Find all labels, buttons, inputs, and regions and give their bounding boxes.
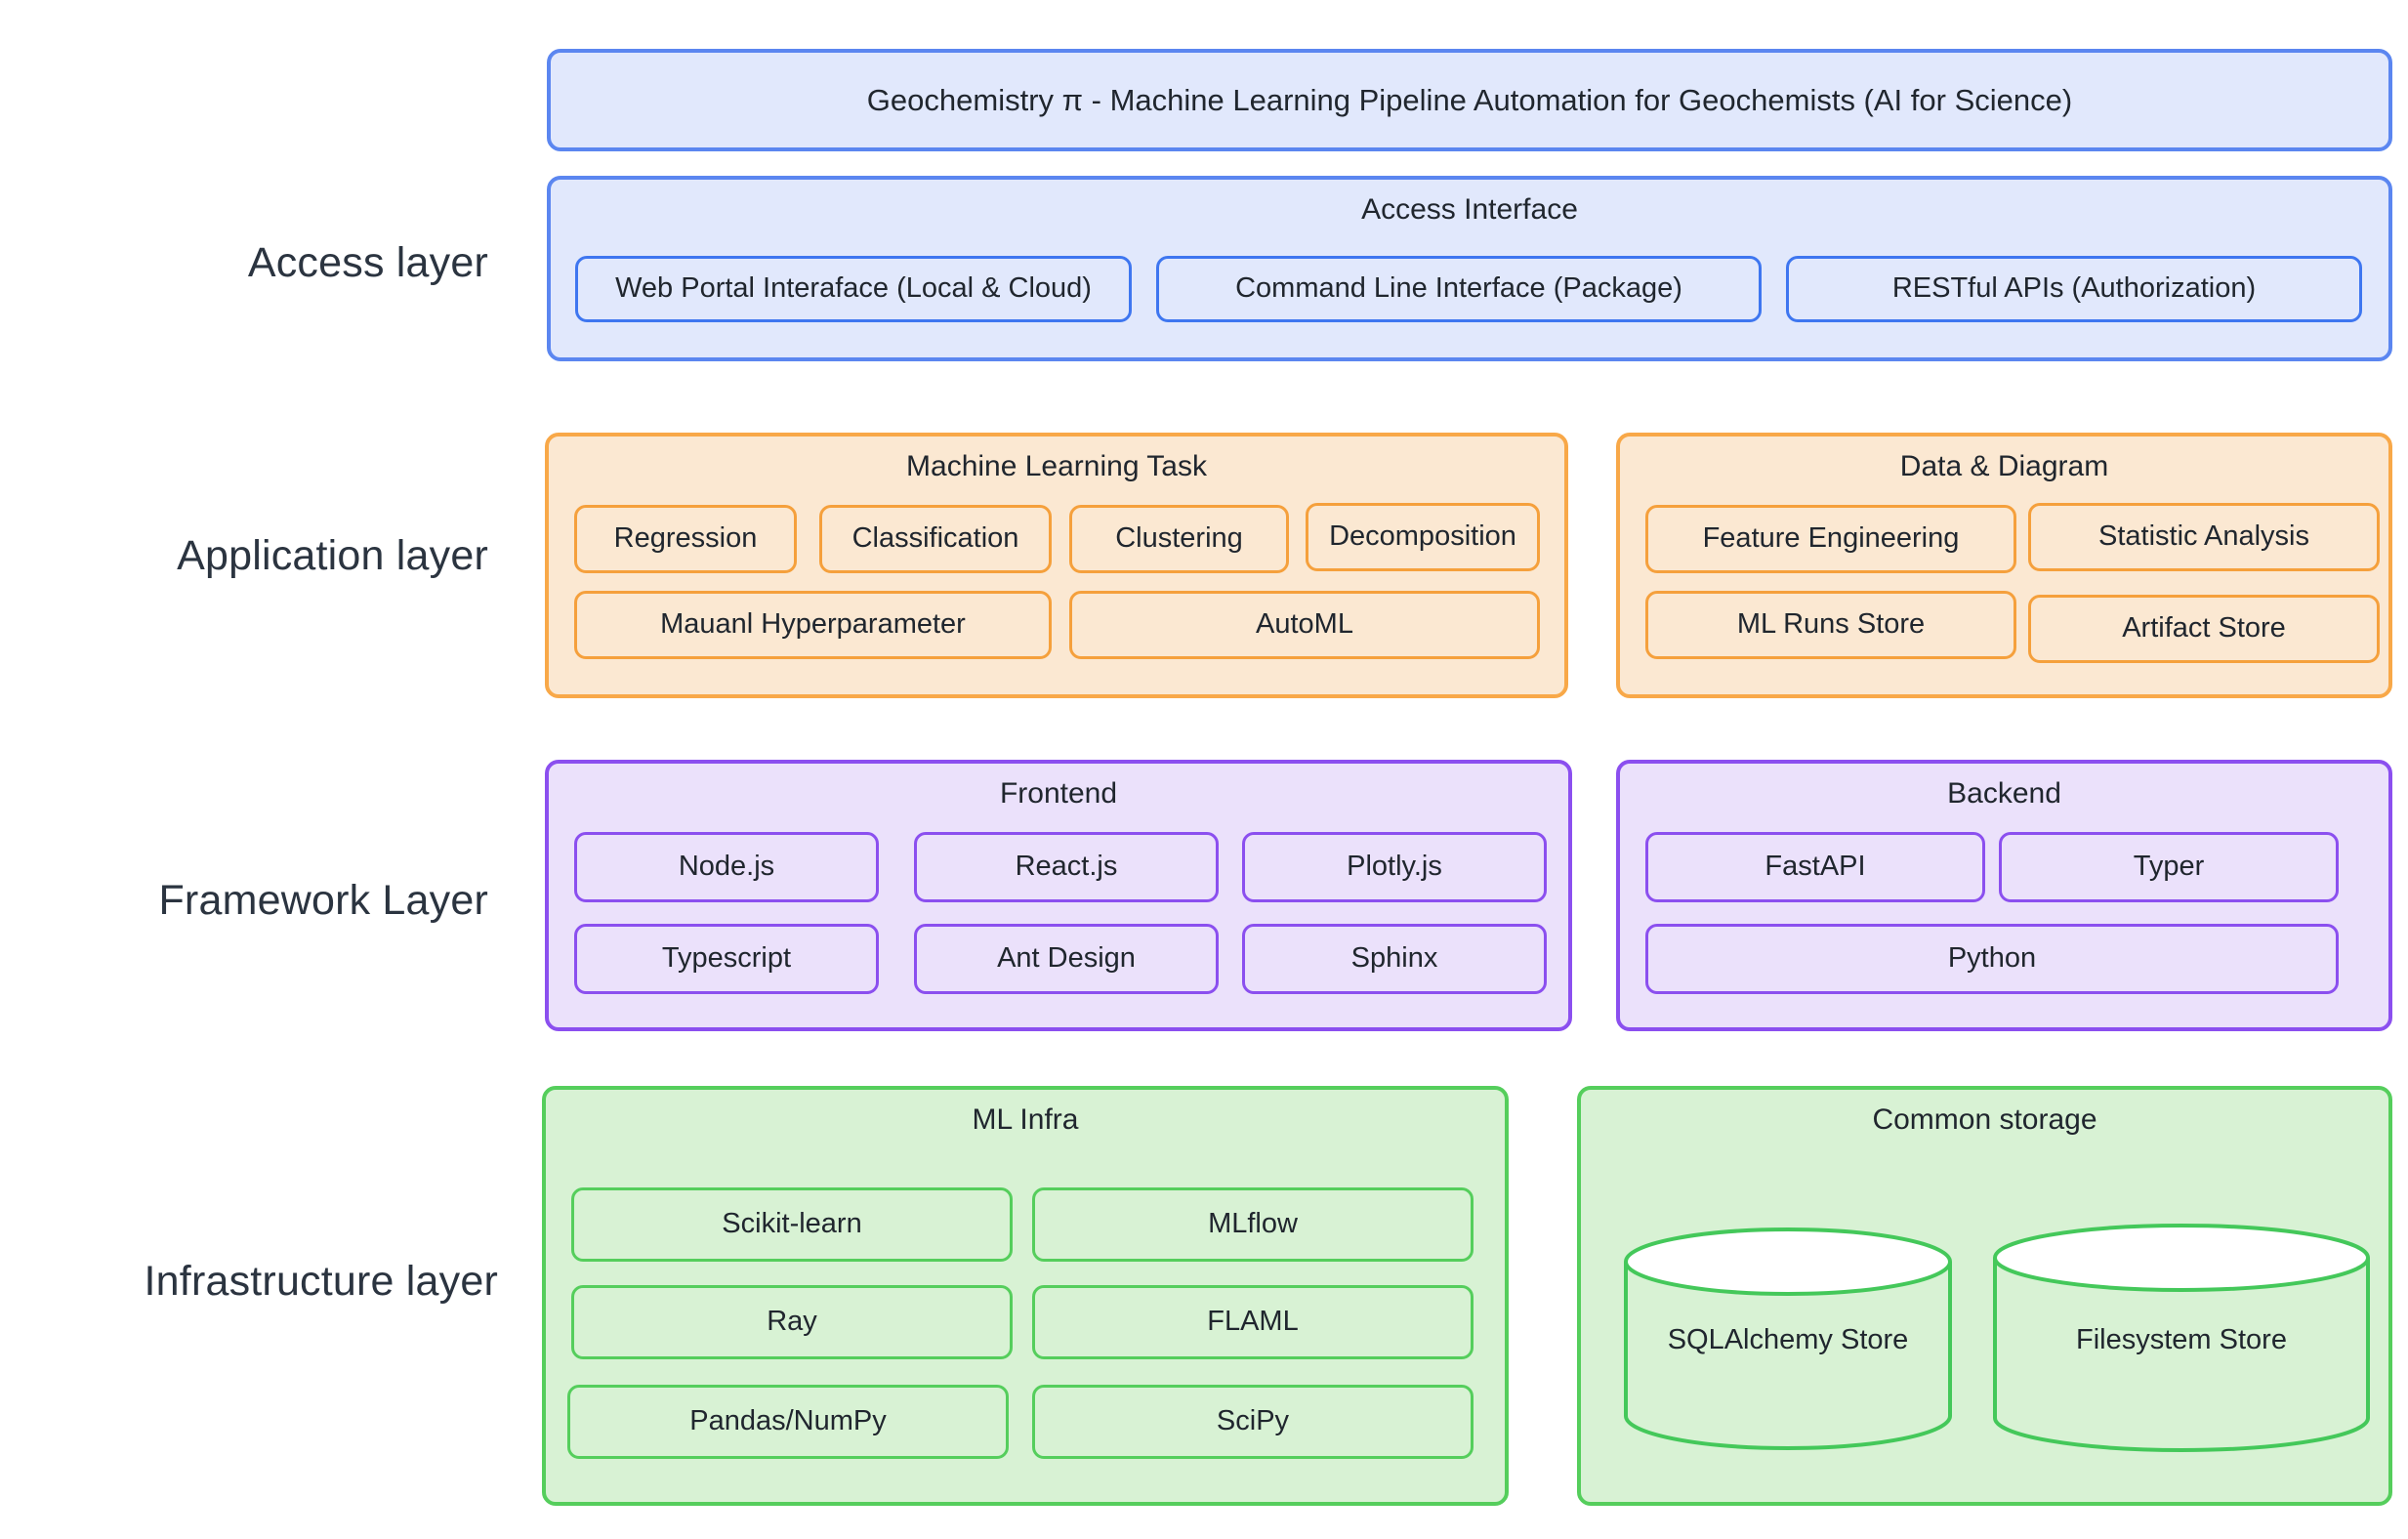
- layer-label-access: Access layer: [247, 239, 488, 286]
- node-statistic-analysis[interactable]: Statistic Analysis: [2028, 503, 2380, 571]
- node-scikit-learn[interactable]: Scikit-learn: [571, 1187, 1013, 1262]
- node-artifact-store[interactable]: Artifact Store: [2028, 595, 2380, 663]
- node-label: Node.js: [678, 851, 775, 883]
- node-filesystem-store[interactable]: Filesystem Store: [1991, 1223, 2372, 1455]
- node-regression[interactable]: Regression: [574, 505, 797, 573]
- node-plotlyjs[interactable]: Plotly.js: [1242, 832, 1547, 902]
- node-classification[interactable]: Classification: [819, 505, 1052, 573]
- node-label: RESTful APIs (Authorization): [1891, 272, 2257, 305]
- group-ml-infra: ML Infra Scikit-learn MLflow Ray FLAML P…: [542, 1086, 1509, 1506]
- node-label: SciPy: [1216, 1405, 1290, 1437]
- node-feature-engineering[interactable]: Feature Engineering: [1645, 505, 2016, 573]
- node-ray[interactable]: Ray: [571, 1285, 1013, 1359]
- node-decomposition[interactable]: Decomposition: [1306, 503, 1540, 571]
- group-common-storage: Common storage SQLAlchemy Store Filesyst…: [1577, 1086, 2392, 1506]
- node-label: Filesystem Store: [2076, 1324, 2287, 1355]
- node-label: Feature Engineering: [1702, 522, 1960, 555]
- node-flaml[interactable]: FLAML: [1032, 1285, 1474, 1359]
- group-title-ml-infra: ML Infra: [972, 1103, 1079, 1136]
- node-label: MLflow: [1208, 1208, 1298, 1240]
- node-label: Clustering: [1115, 522, 1243, 555]
- node-pandas-numpy[interactable]: Pandas/NumPy: [567, 1385, 1009, 1459]
- group-title-machine-learning-task: Machine Learning Task: [906, 450, 1207, 482]
- layer-label-infrastructure: Infrastructure layer: [144, 1258, 498, 1305]
- node-typer[interactable]: Typer: [1999, 832, 2339, 902]
- node-typescript[interactable]: Typescript: [574, 924, 879, 994]
- group-access-interface: Access Interface Web Portal Interaface (…: [547, 176, 2392, 361]
- node-sphinx[interactable]: Sphinx: [1242, 924, 1547, 994]
- group-data-and-diagram: Data & Diagram Feature Engineering Stati…: [1616, 433, 2392, 698]
- layer-label-framework: Framework Layer: [158, 877, 488, 924]
- node-label: Mauanl Hyperparameter: [660, 608, 966, 641]
- group-title-common-storage: Common storage: [1872, 1103, 2097, 1136]
- node-label: ML Runs Store: [1736, 608, 1926, 641]
- node-label: Python: [1947, 942, 2037, 975]
- group-machine-learning-task: Machine Learning Task Regression Classif…: [545, 433, 1568, 698]
- group-title-access-interface: Access Interface: [1361, 193, 1578, 226]
- node-label: Ray: [767, 1306, 817, 1338]
- group-backend: Backend FastAPI Typer Python: [1616, 760, 2392, 1031]
- node-label: Artifact Store: [2122, 612, 2286, 645]
- node-label: Typer: [2133, 851, 2205, 883]
- node-label: Scikit-learn: [722, 1208, 862, 1240]
- node-mlflow[interactable]: MLflow: [1032, 1187, 1474, 1262]
- node-label: Statistic Analysis: [2098, 520, 2309, 553]
- group-title-backend: Backend: [1947, 777, 2061, 810]
- node-label: Classification: [851, 522, 1019, 555]
- layer-label-application: Application layer: [177, 532, 488, 579]
- node-ant-design[interactable]: Ant Design: [914, 924, 1219, 994]
- group-title-data-and-diagram: Data & Diagram: [1899, 450, 2109, 482]
- node-label: Decomposition: [1329, 520, 1516, 553]
- node-label: Regression: [613, 522, 758, 555]
- node-web-portal-interface[interactable]: Web Portal Interaface (Local & Cloud): [575, 256, 1132, 322]
- node-label: SQLAlchemy Store: [1667, 1324, 1909, 1355]
- node-label: FastAPI: [1764, 851, 1866, 883]
- node-label: Web Portal Interaface (Local & Cloud): [615, 272, 1092, 305]
- node-scipy[interactable]: SciPy: [1032, 1385, 1474, 1459]
- group-title-frontend: Frontend: [999, 777, 1118, 810]
- node-clustering[interactable]: Clustering: [1069, 505, 1289, 573]
- node-label: FLAML: [1207, 1306, 1299, 1338]
- node-restful-apis[interactable]: RESTful APIs (Authorization): [1786, 256, 2362, 322]
- node-label: Typescript: [661, 942, 792, 975]
- node-fastapi[interactable]: FastAPI: [1645, 832, 1985, 902]
- diagram-title-text: Geochemistry π - Machine Learning Pipeli…: [866, 82, 2073, 117]
- node-python[interactable]: Python: [1645, 924, 2339, 994]
- node-nodejs[interactable]: Node.js: [574, 832, 879, 902]
- node-label: Plotly.js: [1347, 851, 1442, 883]
- node-reactjs[interactable]: React.js: [914, 832, 1219, 902]
- node-label: Ant Design: [997, 942, 1136, 975]
- node-label: React.js: [1015, 851, 1118, 883]
- node-label: AutoML: [1256, 608, 1353, 641]
- node-manual-hyperparameter[interactable]: Mauanl Hyperparameter: [574, 591, 1052, 659]
- node-label: Sphinx: [1350, 942, 1438, 975]
- node-label: Command Line Interface (Package): [1235, 272, 1682, 305]
- node-command-line-interface[interactable]: Command Line Interface (Package): [1156, 256, 1762, 322]
- node-automl[interactable]: AutoML: [1069, 591, 1540, 659]
- node-sqlalchemy-store[interactable]: SQLAlchemy Store: [1622, 1227, 1954, 1451]
- node-ml-runs-store[interactable]: ML Runs Store: [1645, 591, 2016, 659]
- diagram-title-bar: Geochemistry π - Machine Learning Pipeli…: [547, 49, 2392, 151]
- node-label: Pandas/NumPy: [689, 1405, 887, 1437]
- group-frontend: Frontend Node.js React.js Plotly.js Type…: [545, 760, 1572, 1031]
